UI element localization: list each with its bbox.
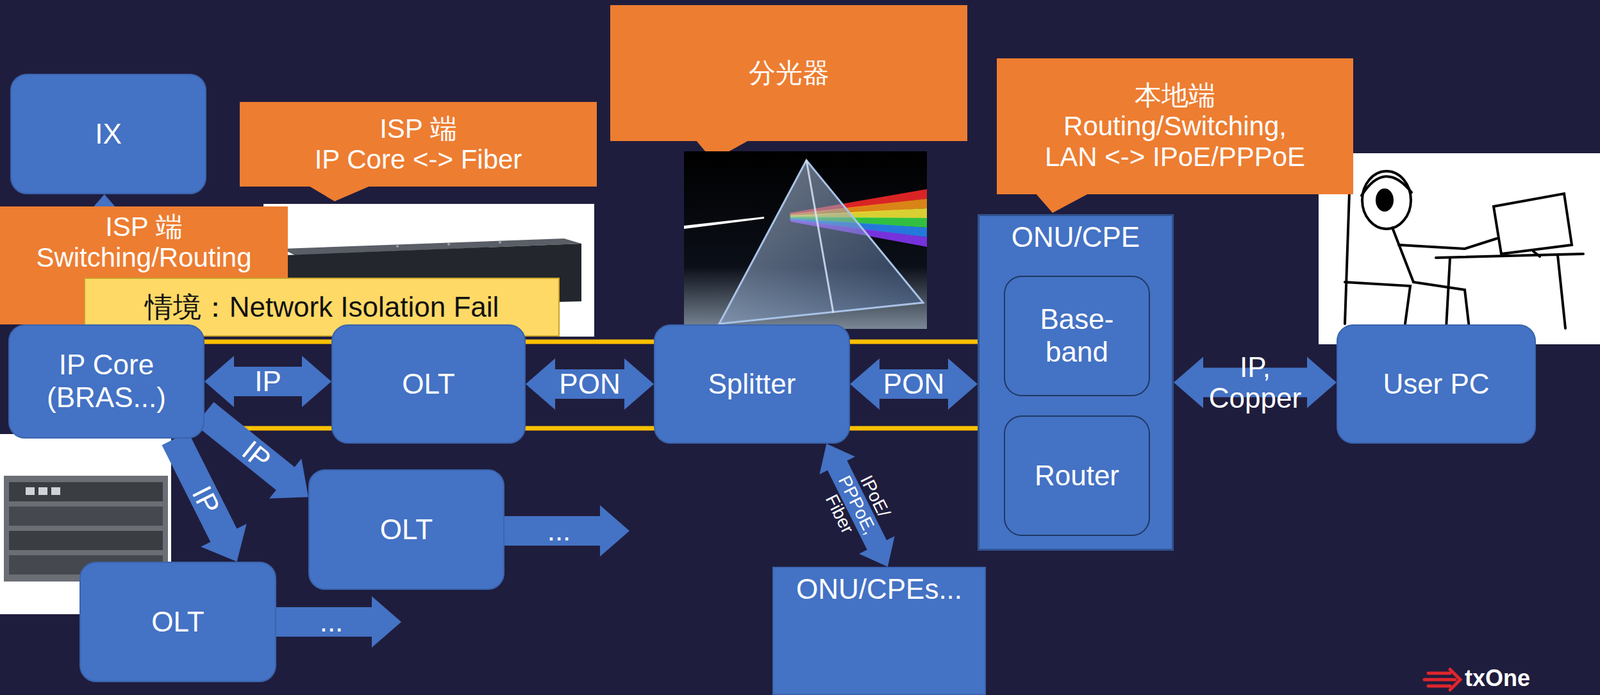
prism-photo bbox=[683, 151, 927, 329]
node-text: OLT bbox=[151, 605, 204, 639]
splitter-box: Splitter bbox=[653, 324, 850, 444]
light-beam bbox=[683, 216, 765, 229]
text-group: Splitter bbox=[708, 367, 797, 401]
text-group: 情境：Network Isolation Fail bbox=[144, 291, 500, 324]
text-group: 本地端Routing/Switching, LAN <-> IPoE/PPPoE bbox=[1008, 80, 1342, 174]
edge-label: IP bbox=[254, 366, 282, 397]
figure-leg bbox=[1413, 282, 1470, 329]
text-group: OLT bbox=[380, 513, 433, 547]
text-group: ONU/CPE bbox=[1011, 221, 1140, 254]
node-text: Router bbox=[1034, 459, 1120, 493]
text-group: IP Core (BRAS...) bbox=[19, 348, 193, 414]
text-group: OLT bbox=[151, 605, 204, 639]
callout-box: 本地端Routing/Switching, LAN <-> IPoE/PPPoE bbox=[996, 58, 1354, 195]
text-group: ISP 端IP Core <-> Fiber bbox=[314, 113, 523, 176]
logo-stroke bbox=[1428, 684, 1450, 688]
logo-text: txOne bbox=[1464, 665, 1531, 692]
ellipsis-label: ... bbox=[547, 515, 572, 547]
olt-device-dot bbox=[498, 241, 502, 244]
cpe-panel: ONU/CPE Base-bandRouter bbox=[977, 214, 1174, 551]
exchange-box: IX bbox=[10, 73, 207, 195]
node-text: IX bbox=[94, 117, 122, 151]
figure-arm bbox=[1398, 238, 1497, 249]
node-text: User PC bbox=[1382, 367, 1490, 401]
node-text: IP Core (BRAS...) bbox=[19, 348, 193, 414]
block-arrow bbox=[850, 358, 978, 410]
chassis-port bbox=[38, 487, 48, 495]
node-text: OLT bbox=[401, 367, 455, 401]
chassis-slot bbox=[8, 506, 163, 526]
node-text: Routing/Switching, LAN <-> IPoE/PPPoE bbox=[1008, 110, 1342, 174]
headphone-cup bbox=[1376, 189, 1393, 211]
ellipsis-label: ... bbox=[319, 606, 344, 638]
node-text: ONU/CPEs... bbox=[796, 573, 963, 606]
figure-body bbox=[1392, 227, 1414, 283]
logo-stroke bbox=[1428, 671, 1450, 675]
node-text: OLT bbox=[380, 513, 433, 547]
olt-box: OLT bbox=[79, 561, 277, 683]
text-group: OLT bbox=[401, 367, 455, 401]
olt-box: OLT bbox=[308, 469, 505, 590]
cpe-box: ONU/CPEs... bbox=[772, 566, 986, 695]
block-arrow bbox=[525, 358, 654, 410]
node-text: ONU/CPE bbox=[1011, 221, 1140, 254]
desk bbox=[1435, 253, 1584, 329]
baseband-box: Base-band bbox=[1003, 275, 1150, 397]
text-group: ISP 端Switching/Routing bbox=[35, 211, 252, 274]
node-text: ISP 端 bbox=[105, 211, 183, 243]
pc-box: User PC bbox=[1336, 324, 1536, 444]
node-text: Switching/Routing bbox=[35, 242, 252, 274]
prism bbox=[719, 160, 924, 324]
callout-box: 分光器 bbox=[610, 5, 968, 142]
text-group: IX bbox=[94, 117, 122, 151]
text-group: ONU/CPEs... bbox=[796, 573, 963, 606]
user-sketch bbox=[1318, 153, 1600, 345]
olt-device-dot bbox=[447, 242, 450, 246]
chassis-port bbox=[51, 487, 61, 495]
block-arrow bbox=[162, 432, 247, 562]
callout-box: ISP 端IP Core <-> Fiber bbox=[239, 101, 597, 187]
node-text: ISP 端 bbox=[379, 113, 458, 145]
node-text: 分光器 bbox=[748, 57, 830, 89]
logo-icon bbox=[1424, 669, 1461, 690]
core-box: IP Core (BRAS...) bbox=[8, 324, 205, 439]
text-group: Router bbox=[1034, 459, 1120, 493]
olt-box: OLT bbox=[331, 324, 526, 444]
logo-stroke bbox=[1424, 678, 1456, 682]
olt-device-dot bbox=[396, 244, 399, 248]
edge-label: PON bbox=[883, 368, 945, 400]
edge-label: IP bbox=[185, 481, 226, 520]
continuation-arrow bbox=[276, 596, 402, 648]
edge-label: IP, Copper bbox=[1207, 351, 1304, 414]
continuation-arrow bbox=[504, 505, 630, 557]
stick-figure bbox=[1344, 171, 1584, 329]
block-arrow bbox=[204, 355, 332, 408]
text-group: User PC bbox=[1382, 367, 1490, 401]
router-box: Router bbox=[1003, 415, 1150, 536]
chassis-port bbox=[25, 487, 35, 495]
edge-label: IP bbox=[236, 434, 277, 476]
edge-label: IPoE/ PPPoE, Fiber bbox=[814, 460, 900, 550]
callout-tail bbox=[307, 185, 372, 202]
node-text: 本地端 bbox=[1134, 80, 1216, 111]
prism-edge bbox=[806, 160, 834, 313]
node-text: 情境：Network Isolation Fail bbox=[144, 291, 500, 324]
node-text: Splitter bbox=[708, 367, 797, 401]
monitor bbox=[1493, 193, 1572, 257]
chassis-slot bbox=[8, 530, 163, 550]
text-group: 分光器 bbox=[748, 57, 830, 89]
chair bbox=[1344, 192, 1411, 324]
node-text: IP Core <-> Fiber bbox=[314, 144, 523, 175]
edge-label: PON bbox=[558, 368, 620, 400]
chassis-slot bbox=[8, 482, 163, 502]
callout-tail bbox=[1035, 192, 1090, 213]
logo-stroke bbox=[1450, 669, 1461, 690]
text-group: Base-band bbox=[1028, 303, 1125, 368]
figure-head bbox=[1362, 171, 1411, 229]
node-text: Base-band bbox=[1028, 303, 1125, 368]
